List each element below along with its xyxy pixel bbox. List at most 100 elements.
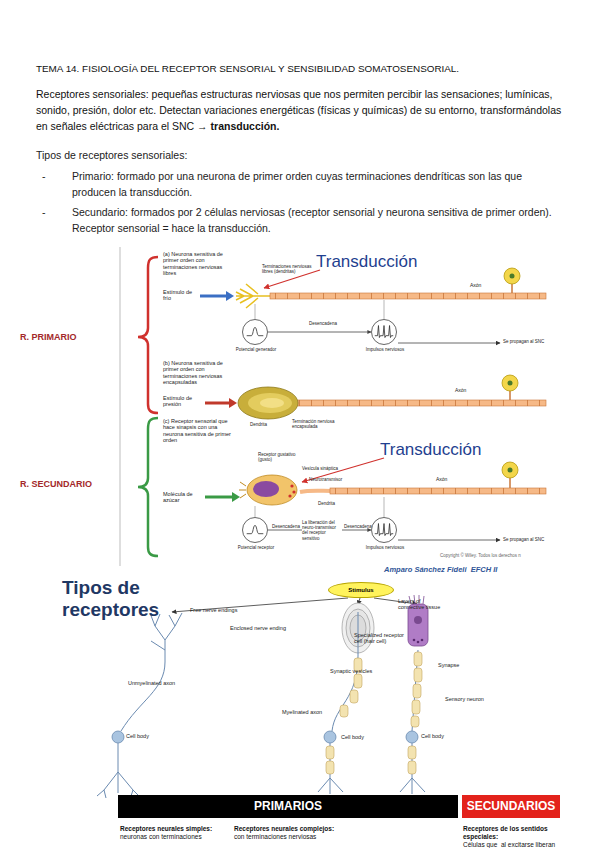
encapsulated-neuron-part: [509, 391, 511, 400]
taste-receptor-cell-part: [508, 468, 513, 473]
text-label: Se propagan al SNC: [503, 537, 563, 542]
free-nerve-neuron-part: [150, 613, 182, 662]
edge-label: Desencadena: [303, 321, 343, 326]
caption-block: Receptores neurales complejos:con termin…: [234, 825, 354, 841]
text-label: Vesícula sináptica: [302, 466, 352, 471]
hair-cell-receptor-part: [408, 761, 416, 774]
text-label: Axón: [436, 477, 466, 483]
free-ending-neuron-part: [398, 343, 500, 344]
text-label: Dendrita: [250, 422, 290, 427]
text-label: Axón: [470, 283, 500, 289]
text-label: Primario: formado por una neurona de pri…: [72, 168, 567, 200]
waveform-trace: [247, 327, 264, 335]
waveform-trace: [375, 326, 393, 338]
encapsulated-neuron-part: [502, 375, 518, 391]
hair-cell-receptor-part: [414, 668, 422, 682]
caption-block: Receptores de los sentidos especiales:Cé…: [463, 825, 581, 848]
encapsulated-receptor-part: [350, 690, 358, 703]
encapsulated-neuron-part: [229, 398, 237, 408]
taste-receptor-cell-part: [247, 475, 297, 505]
waveform-trace: [247, 525, 264, 533]
page-title: TEMA 14. FISIOLOGÍA DEL RECEPTOR SENSORI…: [36, 62, 596, 76]
text-label: Terminaciones nerviosas libres (dendrita…: [262, 264, 314, 274]
taste-receptor-cell-part: [509, 478, 511, 488]
free-ending-neuron-part: [226, 291, 234, 301]
encapsulated-receptor: [318, 603, 374, 794]
text-label: Dendrita: [318, 501, 358, 506]
text-label: Sensory neuron: [445, 696, 495, 702]
text-label: Se propagan al SNC: [503, 339, 563, 344]
text-run: con terminaciones nerviosas: [234, 833, 354, 841]
free-nerve-neuron: [97, 613, 182, 799]
encapsulated-neuron-part: [205, 402, 229, 405]
taste-receptor-cell-part: [384, 497, 385, 517]
hair-cell-receptor: [400, 595, 428, 794]
stimulus-ellipse: Stimulus: [328, 582, 394, 598]
text-label: Cell body: [126, 733, 166, 739]
text-label: Layers of connective tissue: [398, 598, 448, 611]
secondary-bracket: [138, 418, 158, 556]
node-text: Potencial generador: [228, 347, 284, 352]
hair-cell-receptor-part: [414, 652, 422, 666]
signal-circle: Potencial receptor: [242, 517, 268, 543]
bold-text: transducción.: [211, 120, 280, 132]
text-label: Unmyelinated axon: [128, 680, 178, 686]
text-label: Synaptic vesicles: [330, 668, 375, 674]
taste-receptor-cell-part: [255, 506, 256, 517]
hair-cell-receptor-part: [400, 778, 425, 794]
caption-block: Receptores neurales simples:neuronas con…: [120, 825, 232, 841]
text-label: Desencadena: [344, 524, 374, 529]
signal-circle: Impulsos nerviosos: [371, 517, 397, 543]
node-text: Impulsos nerviosos: [357, 545, 413, 550]
hair-cell-receptor-part: [421, 639, 424, 642]
flow-arrow: [268, 332, 371, 333]
text-label: -: [42, 168, 54, 184]
text-label: Myelinated axon: [282, 709, 342, 715]
free-ending-neuron-part: [504, 268, 520, 284]
text-label: Free nerve endings: [190, 607, 260, 613]
taste-receptor-cell-part: [330, 488, 546, 494]
bold-text: Receptores de los sentidos especiales:: [463, 825, 581, 841]
text-label: Synapse: [438, 662, 478, 668]
hair-cell-receptor-part: [406, 731, 418, 743]
text-run: neuronas con terminaciones: [120, 833, 232, 841]
encapsulated-neuron-part: [260, 398, 284, 408]
free-nerve-neuron-part: [97, 743, 140, 799]
hair-cell-receptor-part: [408, 746, 416, 759]
text-label: Molécula de azúcar: [163, 491, 201, 504]
text-run: Receptores sensoriales: pequeñas estruct…: [36, 88, 564, 132]
taste-receptor-cell-part: [253, 481, 279, 497]
free-nerve-neuron-part: [121, 662, 165, 731]
waveform-icon: [372, 320, 396, 344]
text-label: Terminación nerviosa encapsulada: [292, 419, 352, 429]
encapsulated-receptor-part: [326, 761, 334, 774]
text-label: Copyright © Wiley. Todos los derechos n: [440, 553, 570, 558]
text-label: (c) Receptor sensorial que hace sinapsis…: [163, 418, 235, 443]
free-ending-neuron-part: [270, 293, 546, 299]
node-text: PRIMARIOS: [254, 800, 322, 813]
text-label: Cell body: [341, 734, 381, 740]
primary-bracket-part: [138, 257, 158, 413]
text-label: Axón: [455, 388, 485, 394]
text-label: Transducción: [380, 440, 490, 460]
edge-label: Desencadena: [271, 524, 301, 529]
text-label: R. PRIMARIO: [20, 332, 135, 342]
taste-receptor-cell-part: [239, 482, 246, 498]
waveform-icon: [243, 320, 267, 344]
text-label: -: [42, 204, 54, 220]
text-label: Amparo Sánchez Fideli EFCH II: [384, 566, 594, 575]
encapsulated-neuron-part: [238, 387, 298, 419]
primary-bracket: [138, 257, 158, 413]
text-label: (b) Neurona sensitiva de primer orden co…: [163, 360, 235, 385]
encapsulated-neuron-part: [508, 381, 513, 386]
bold-text: Receptores neurales simples:: [120, 825, 232, 833]
taste-receptor-cell-part: [205, 496, 232, 499]
text-label: Tipos de receptores: [62, 577, 212, 621]
category-band: PRIMARIOS: [118, 795, 458, 818]
encapsulated-receptor-part: [326, 746, 334, 759]
hair-cell-receptor-part: [417, 641, 420, 644]
text-label: R. SECUNDARIO: [20, 479, 135, 489]
bold-text: Receptores neurales complejos:: [234, 825, 354, 833]
taste-receptor-cell-part: [292, 490, 295, 493]
